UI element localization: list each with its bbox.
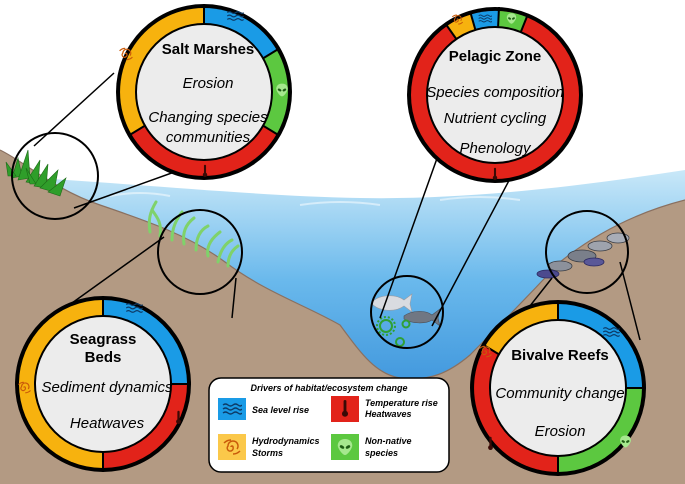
legend: Drivers of habitat/ecosystem change Sea … — [208, 377, 450, 473]
seagrass-title-line-1: Seagrass — [70, 331, 137, 348]
legend-sea-level: Sea level rise — [218, 398, 309, 420]
pelagic-item-3: Phenology — [460, 140, 532, 157]
salt-marsh-item-2: Changing species — [148, 109, 268, 126]
fish-icon — [371, 293, 441, 327]
seagrass-item-1: Sediment dynamics — [42, 379, 173, 396]
legend-non-native: Non-native species — [331, 434, 412, 460]
bivalve-item-2: Erosion — [535, 423, 586, 440]
legend-temperature-label-1: Temperature rise — [365, 398, 438, 408]
marsh-grass-icon — [5, 149, 67, 197]
salt-marsh-item-1: Erosion — [183, 75, 234, 92]
legend-temperature-label-2: Heatwaves — [365, 409, 412, 419]
salt-marsh-item-3: communities — [166, 129, 251, 146]
pelagic-ring: Pelagic Zone Species composition Nutrien… — [407, 6, 583, 183]
legend-non-native-label-2: species — [365, 448, 398, 458]
pelagic-title: Pelagic Zone — [449, 48, 542, 65]
bivalve-ring: Bivalve Reefs Community change Erosion — [470, 300, 646, 476]
seagrass-ring: Seagrass Beds Sediment dynamics Heatwave… — [15, 296, 191, 472]
seagrass-item-2: Heatwaves — [70, 415, 145, 432]
bivalve-title: Bivalve Reefs — [511, 347, 609, 364]
legend-title: Drivers of habitat/ecosystem change — [250, 383, 407, 393]
legend-sea-level-label: Sea level rise — [252, 405, 309, 415]
legend-hydrodynamics: Hydrodynamics Storms — [218, 434, 320, 460]
salt-marsh-title: Salt Marshes — [162, 41, 255, 58]
bivalve-icon — [536, 232, 630, 279]
salt-marsh-ring: Salt Marshes Erosion Changing species co… — [116, 4, 292, 180]
legend-hydro-label-1: Hydrodynamics — [252, 436, 320, 446]
zoom-circles — [11, 132, 629, 349]
seagrass-title-line-2: Beds — [85, 349, 122, 366]
legend-hydro-label-2: Storms — [252, 448, 283, 458]
plankton-icon — [376, 316, 411, 347]
wave-highlights — [109, 192, 521, 206]
pelagic-item-1: Species composition — [426, 84, 564, 101]
legend-non-native-label-1: Non-native — [365, 436, 412, 446]
legend-temperature: Temperature rise Heatwaves — [331, 396, 438, 422]
pelagic-item-2: Nutrient cycling — [444, 110, 547, 127]
bivalve-item-1: Community change — [495, 385, 624, 402]
